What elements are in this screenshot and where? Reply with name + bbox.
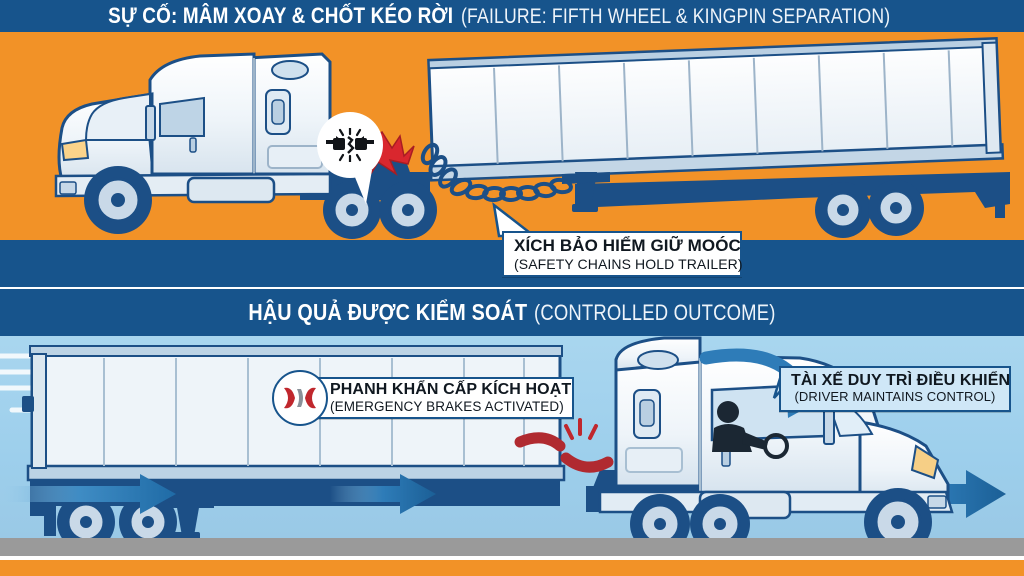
road-edge-line	[0, 556, 1024, 560]
trailer-wheels-top	[815, 180, 924, 238]
brake-pads-icon	[284, 387, 316, 409]
callout-driver-vi: TÀI XẾ DUY TRÌ ĐIỀU KHIỂN	[791, 372, 1011, 389]
panel-failure-scene	[0, 32, 1024, 240]
callout-safety-chain[interactable]: XÍCH BẢO HIỂM GIỮ MOÓC (SAFETY CHAINS HO…	[502, 231, 743, 277]
header-outcome-en: (CONTROLLED OUTCOME)	[533, 300, 776, 325]
hose-impact-burst-icon	[564, 418, 598, 440]
brake-pads-badge	[272, 370, 328, 426]
callout-brakes-vi: PHANH KHẨN CẤP KÍCH HOẠT	[330, 380, 572, 398]
header-outcome-vi: HẬU QUẢ ĐƯỢC KIỂM SOÁT	[248, 299, 527, 325]
callout-safety-chain-vi: XÍCH BẢO HIỂM GIỮ MOÓC	[514, 236, 741, 255]
header-band-outcome: HẬU QUẢ ĐƯỢC KIỂM SOÁT (CONTROLLED OUTCO…	[0, 289, 1024, 336]
road-surface	[0, 538, 1024, 558]
driver-silhouette-icon	[712, 401, 789, 459]
callout-driver-control[interactable]: TÀI XẾ DUY TRÌ ĐIỀU KHIỂN (DRIVER MAINTA…	[779, 366, 1011, 412]
header-band-failure: SỰ CỐ: MÂM XOAY & CHỐT KÉO RỜI (FAILURE:…	[0, 0, 1024, 32]
trailer-top	[427, 36, 1005, 182]
header-failure-en: (FAILURE: FIFTH WHEEL & KINGPIN SEPARATI…	[460, 5, 890, 28]
failure-scene-illustration	[54, 36, 1010, 239]
callout-driver-en: (DRIVER MAINTAINS CONTROL)	[794, 388, 996, 404]
callout-safety-chain-en: (SAFETY CHAINS HOLD TRAILER)	[514, 255, 743, 272]
tractor-wheels-top	[84, 166, 437, 239]
broken-link-icon	[326, 128, 374, 162]
header-failure-vi: SỰ CỐ: MÂM XOAY & CHỐT KÉO RỜI	[108, 3, 454, 28]
broken-link-bubble	[317, 112, 383, 178]
safety-chain-icon	[420, 142, 573, 203]
air-hose-icon	[514, 432, 614, 473]
trailer-chassis-top	[562, 172, 1010, 218]
callout-brakes-en: (EMERGENCY BRAKES ACTIVATED)	[330, 398, 564, 414]
callout-emergency-brakes[interactable]: PHANH KHẨN CẤP KÍCH HOẠT (EMERGENCY BRAK…	[310, 377, 574, 419]
footer-band	[0, 560, 1024, 576]
